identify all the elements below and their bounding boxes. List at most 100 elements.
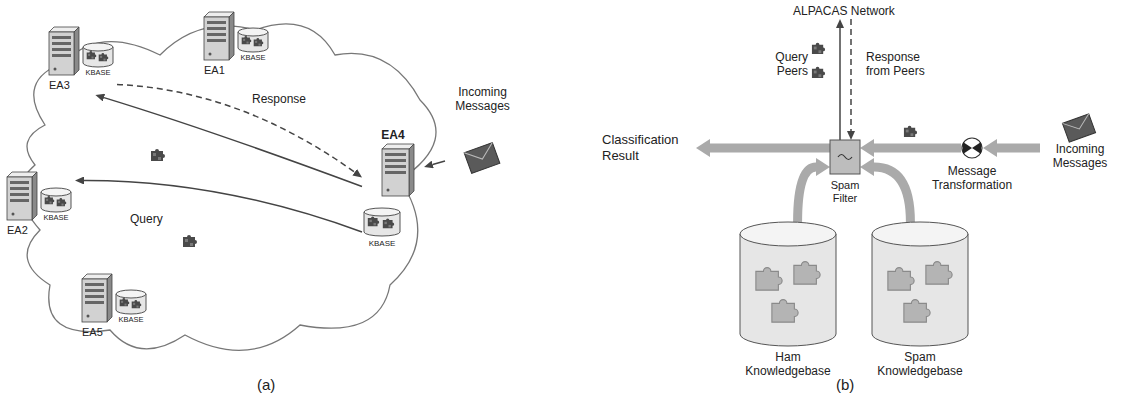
- puzzle-piece: [120, 298, 130, 306]
- envelope-body: [1062, 114, 1095, 142]
- server-front: [82, 279, 107, 322]
- server-node: EA2KBASE: [3, 170, 75, 240]
- kbase-label: KBASE: [114, 315, 148, 324]
- filter-box: Spam Filter: [830, 140, 860, 174]
- server-name: EA5: [82, 326, 103, 339]
- cylinder-top: [41, 188, 71, 196]
- result-node: Classification Result: [602, 132, 696, 164]
- server-node-shape: [362, 128, 424, 258]
- server-slot: [10, 181, 29, 184]
- server-button: [87, 315, 90, 318]
- puzzle-piece: [45, 196, 55, 204]
- puzzle-piece: [183, 235, 197, 247]
- puzzle-piece: [151, 149, 165, 161]
- server-name: EA4: [362, 128, 424, 142]
- server-slot: [52, 54, 71, 57]
- knowledgebase-label: Spam Knowledgebase: [868, 350, 972, 379]
- edge-label: Query: [128, 212, 165, 226]
- envelope-flap: [1062, 114, 1092, 134]
- cylinder-top: [238, 28, 268, 36]
- server-slot: [85, 289, 104, 292]
- envelope-flap: [464, 143, 496, 165]
- knowledgebase-cylinder-shape: [872, 222, 968, 346]
- network-label: ALPACAS Network: [793, 4, 895, 18]
- server-side: [409, 144, 414, 196]
- kbase-label: KBASE: [39, 213, 73, 222]
- server-slot: [207, 39, 226, 42]
- server-front: [7, 177, 32, 220]
- flow-arrow: [997, 144, 1040, 153]
- puzzle-piece: [254, 38, 264, 46]
- server-node: EA5 KBASE: [78, 272, 150, 342]
- source-label: Incoming Messages: [1040, 142, 1120, 171]
- cylinder-top: [740, 222, 836, 246]
- server-slot: [10, 199, 29, 202]
- valve-circle: [962, 138, 982, 158]
- flow-arrow: [798, 167, 816, 222]
- puzzle-piece: [99, 53, 109, 61]
- message-source: Incoming Messages: [1040, 116, 1120, 180]
- server-button: [12, 213, 15, 216]
- server-front: [204, 17, 229, 60]
- knowledgebase-cylinder: Spam Knowledgebase: [872, 222, 968, 346]
- filter-label: Spam Filter: [825, 179, 865, 205]
- valve-bowtie: [963, 142, 972, 154]
- message-arrow: [850, 19, 852, 131]
- server-front: [382, 149, 409, 196]
- server-node: EA4KBASE: [362, 128, 424, 258]
- kbase-label: KBASE: [236, 53, 270, 62]
- kbase-label: KBASE: [81, 68, 115, 77]
- network-cloud: [21, 24, 436, 350]
- server-slot: [52, 48, 71, 51]
- knowledgebase-cylinder-shape: [740, 222, 836, 346]
- cylinder-top: [83, 43, 113, 51]
- edge-label: Query Peers: [746, 50, 810, 79]
- puzzle-piece: [57, 198, 67, 206]
- server-side: [229, 12, 234, 60]
- valve-bowtie: [972, 142, 981, 154]
- network-node: ALPACAS Network: [793, 4, 897, 19]
- puzzle-piece: [812, 43, 825, 54]
- message-arrow: [433, 161, 445, 165]
- panel-label: (b): [836, 376, 854, 394]
- puzzle-piece: [772, 300, 798, 323]
- envelope-icon: [464, 143, 500, 174]
- puzzle-piece: [904, 300, 930, 323]
- puzzle-piece: [368, 216, 379, 226]
- server-slot: [385, 153, 406, 156]
- server-node: EA1KBASE: [200, 10, 272, 80]
- message-arrow: [84, 180, 362, 232]
- cylinder-top: [872, 222, 968, 246]
- puzzle-piece: [132, 300, 142, 308]
- transform-valve: Message Transformation: [961, 137, 983, 159]
- server-slot: [207, 21, 226, 24]
- kbase-label: KBASE: [362, 239, 402, 249]
- puzzle-piece: [756, 268, 782, 291]
- server-side: [74, 27, 79, 75]
- message-arrow: [117, 85, 355, 173]
- server-button: [54, 68, 57, 71]
- server-button: [387, 189, 390, 192]
- puzzle-piece: [812, 67, 825, 78]
- server-slot: [385, 171, 406, 174]
- cylinder-body: [740, 234, 836, 346]
- server-side: [32, 172, 37, 220]
- envelope-body: [464, 143, 500, 174]
- transform-valve-shape: [961, 137, 983, 159]
- server-button: [209, 53, 212, 56]
- message-arrow: [104, 98, 362, 187]
- server-front: [49, 32, 74, 75]
- message-source: Incoming Messages: [445, 85, 520, 180]
- puzzle-piece: [794, 262, 820, 285]
- source-label: Incoming Messages: [445, 85, 520, 114]
- server-slot: [10, 193, 29, 196]
- server-slot: [52, 42, 71, 45]
- knowledgebase-label: Ham Knowledgebase: [736, 350, 840, 379]
- knowledgebase-cylinder: Ham Knowledgebase: [740, 222, 836, 346]
- cylinder-top: [364, 208, 400, 216]
- server-name: EA3: [49, 79, 70, 92]
- puzzle-piece: [383, 218, 394, 228]
- envelope-icon: [1062, 114, 1095, 142]
- flow-arrow: [874, 167, 910, 222]
